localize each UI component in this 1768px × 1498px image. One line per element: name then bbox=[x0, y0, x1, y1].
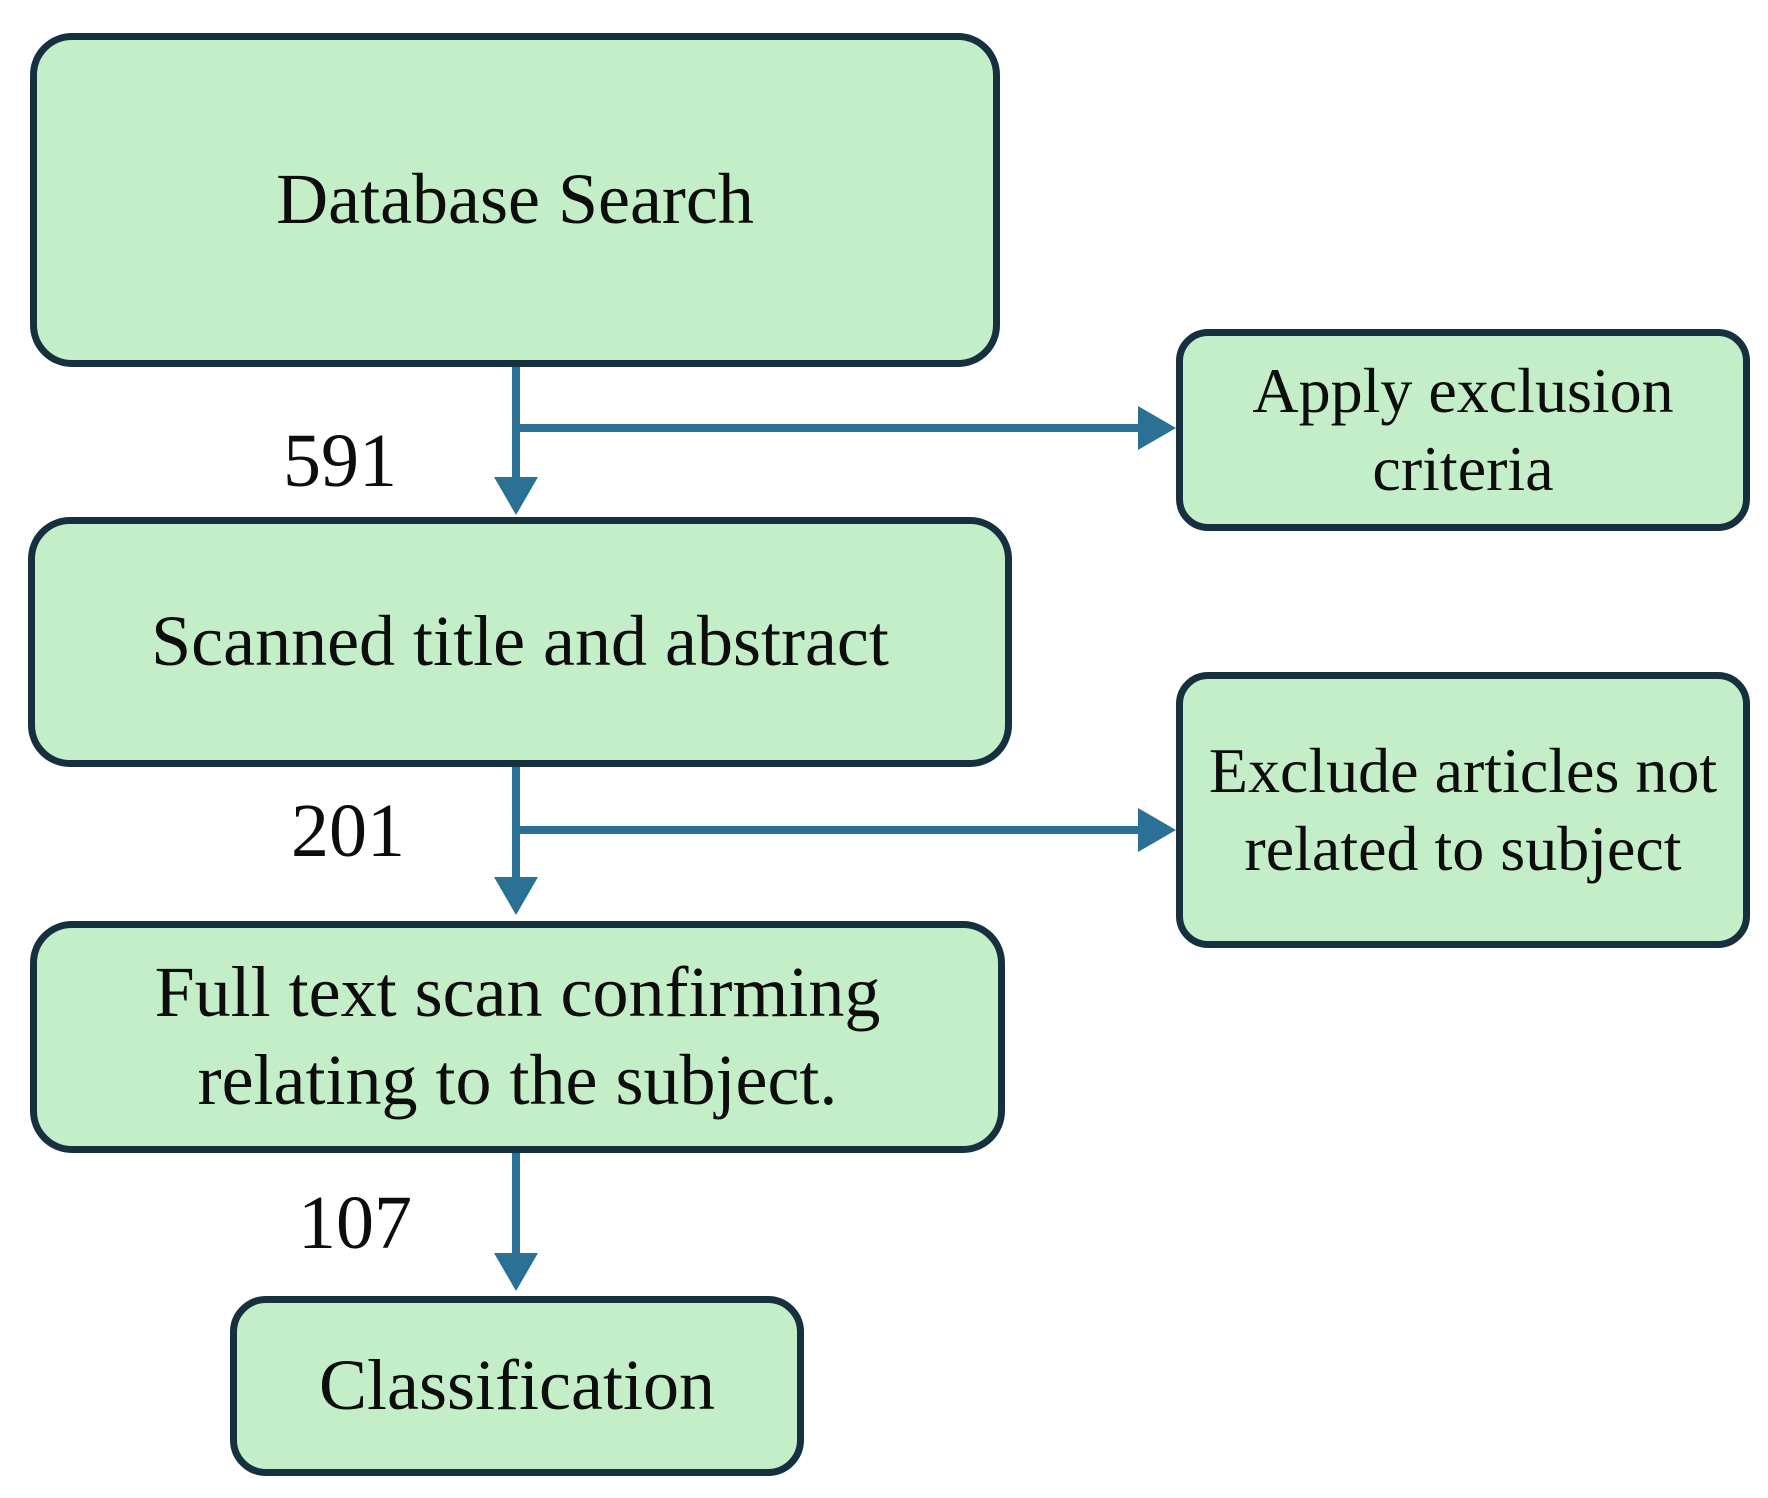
arrow-branch-apply-exclusion-line bbox=[516, 424, 1140, 432]
node-apply-exclusion-criteria-label: Apply exclusion criteria bbox=[1252, 354, 1674, 504]
edge-label-591: 591 bbox=[283, 419, 397, 503]
node-exclude-articles: Exclude articles not related to subject bbox=[1176, 672, 1750, 948]
edge-label-107: 107 bbox=[298, 1181, 412, 1265]
node-database-search-label: Database Search bbox=[276, 159, 754, 240]
edge-label-201: 201 bbox=[291, 789, 405, 873]
node-apply-exclusion-criteria: Apply exclusion criteria bbox=[1176, 329, 1750, 531]
node-scanned-title-abstract: Scanned title and abstract bbox=[28, 517, 1012, 767]
arrow-branch-exclude-articles-head-icon bbox=[1138, 808, 1176, 852]
arrow-search-to-scan-head-icon bbox=[494, 477, 538, 515]
node-classification: Classification bbox=[230, 1296, 804, 1476]
node-classification-label: Classification bbox=[319, 1345, 715, 1426]
arrow-fulltext-to-classification-head-icon bbox=[494, 1253, 538, 1291]
arrow-branch-exclude-articles-line bbox=[516, 826, 1140, 834]
arrow-scan-to-fulltext-head-icon bbox=[494, 877, 538, 915]
arrow-scan-to-fulltext-line bbox=[512, 767, 520, 879]
arrow-fulltext-to-classification-line bbox=[512, 1153, 520, 1255]
node-exclude-articles-label: Exclude articles not related to subject bbox=[1208, 734, 1718, 884]
node-database-search: Database Search bbox=[30, 33, 1000, 367]
node-scanned-title-abstract-label: Scanned title and abstract bbox=[151, 601, 889, 682]
arrow-branch-apply-exclusion-head-icon bbox=[1138, 406, 1176, 450]
node-full-text-scan: Full text scan confirming relating to th… bbox=[30, 921, 1005, 1153]
arrow-search-to-scan-line bbox=[512, 367, 520, 477]
node-full-text-scan-label: Full text scan confirming relating to th… bbox=[154, 952, 881, 1120]
